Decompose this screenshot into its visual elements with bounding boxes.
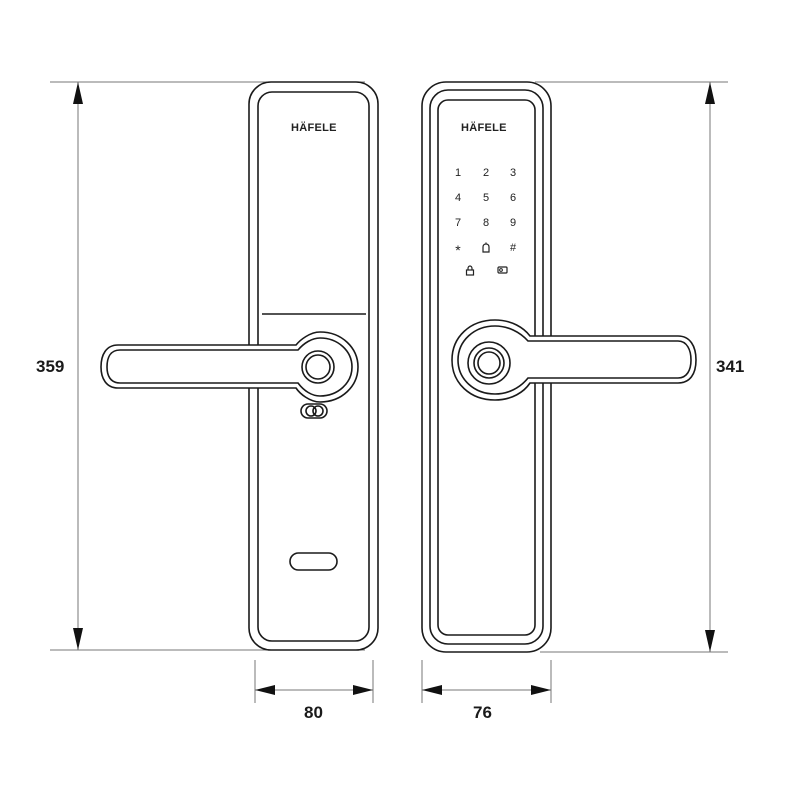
key-9[interactable]: 9 (509, 217, 517, 229)
key-8[interactable]: 8 (482, 217, 490, 229)
arrowheads (73, 82, 715, 695)
lock-icon (465, 265, 475, 276)
key-2[interactable]: 2 (482, 167, 490, 179)
lock-key[interactable] (462, 265, 478, 279)
rear-width-label: 80 (304, 703, 323, 722)
key-7[interactable]: 7 (454, 217, 462, 229)
rear-height-label: 359 (36, 357, 65, 376)
key-3[interactable]: 3 (509, 167, 517, 179)
dimension-lines (50, 81, 728, 703)
key-5[interactable]: 5 (482, 192, 490, 204)
front-view (421, 81, 697, 653)
card-icon (496, 266, 508, 274)
front-brand-logo: HÄFELE (461, 122, 507, 134)
key-4[interactable]: 4 (454, 192, 462, 204)
bell-icon (482, 242, 490, 253)
rear-brand-logo: HÄFELE (291, 122, 337, 134)
key-doorbell-icon[interactable] (478, 242, 494, 257)
rear-view (100, 81, 379, 651)
key-star[interactable]: * (455, 242, 461, 258)
key-1[interactable]: 1 (454, 167, 462, 179)
card-key[interactable] (494, 266, 510, 277)
front-width-label: 76 (473, 703, 492, 722)
key-hash[interactable]: # (509, 242, 517, 254)
key-6[interactable]: 6 (509, 192, 517, 204)
front-height-label: 341 (716, 357, 745, 376)
